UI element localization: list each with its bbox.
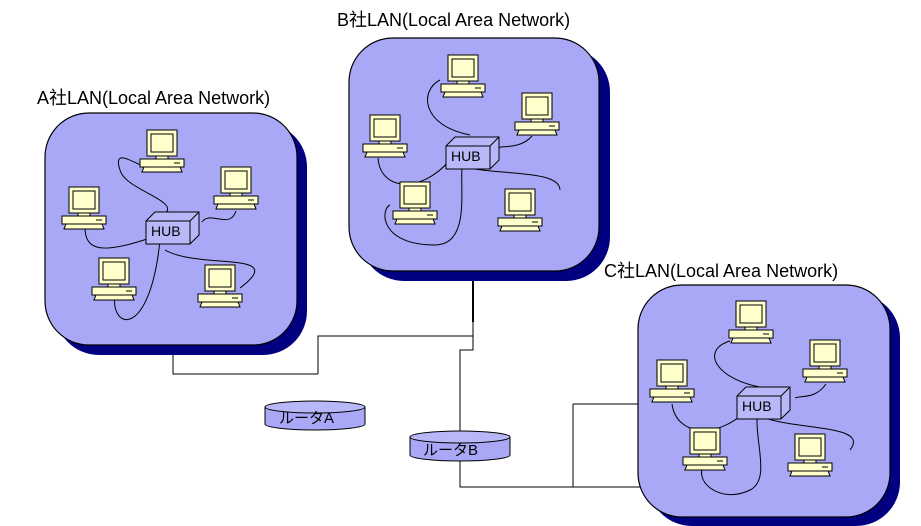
computer-icon xyxy=(514,92,560,136)
computer-icon xyxy=(497,188,543,232)
computer-icon xyxy=(213,166,259,210)
router-cylinder-top xyxy=(409,430,511,444)
computer-icon xyxy=(197,264,243,308)
router-cylinder-body xyxy=(409,437,511,462)
computer-icon xyxy=(682,427,728,471)
router-a-label: ルータA xyxy=(279,410,334,427)
computer-icon xyxy=(728,300,774,344)
router-b-label: ルータB xyxy=(423,442,478,459)
lan-c: HUB C社LAN(Local Area Network) xyxy=(604,261,900,526)
computer-icon xyxy=(91,257,137,301)
computer-icon xyxy=(61,186,107,230)
lan-c-title: C社LAN(Local Area Network) xyxy=(604,261,838,281)
hub-label: HUB xyxy=(742,398,772,414)
lan-b-title: B社LAN(Local Area Network) xyxy=(337,10,570,30)
lan-b: HUB B社LAN(Local Area Network) xyxy=(337,10,610,281)
hub-label: HUB xyxy=(151,223,181,239)
computer-icon xyxy=(362,114,408,158)
computer-icon xyxy=(440,54,486,98)
computer-icon xyxy=(392,181,438,225)
lan-a: HUB A社LAN(Local Area Network) xyxy=(37,88,307,355)
hub-label: HUB xyxy=(451,148,481,164)
computer-icon xyxy=(802,339,848,383)
computer-icon xyxy=(139,129,185,173)
router-cylinder-top xyxy=(264,400,366,414)
computer-icon xyxy=(649,359,695,403)
router-b: ルータB xyxy=(409,430,511,462)
wan-links xyxy=(172,278,651,488)
router-cylinder-body xyxy=(264,407,366,431)
lan-a-title: A社LAN(Local Area Network) xyxy=(37,88,270,108)
computer-icon xyxy=(787,433,833,477)
router-a: ルータA xyxy=(264,400,366,431)
